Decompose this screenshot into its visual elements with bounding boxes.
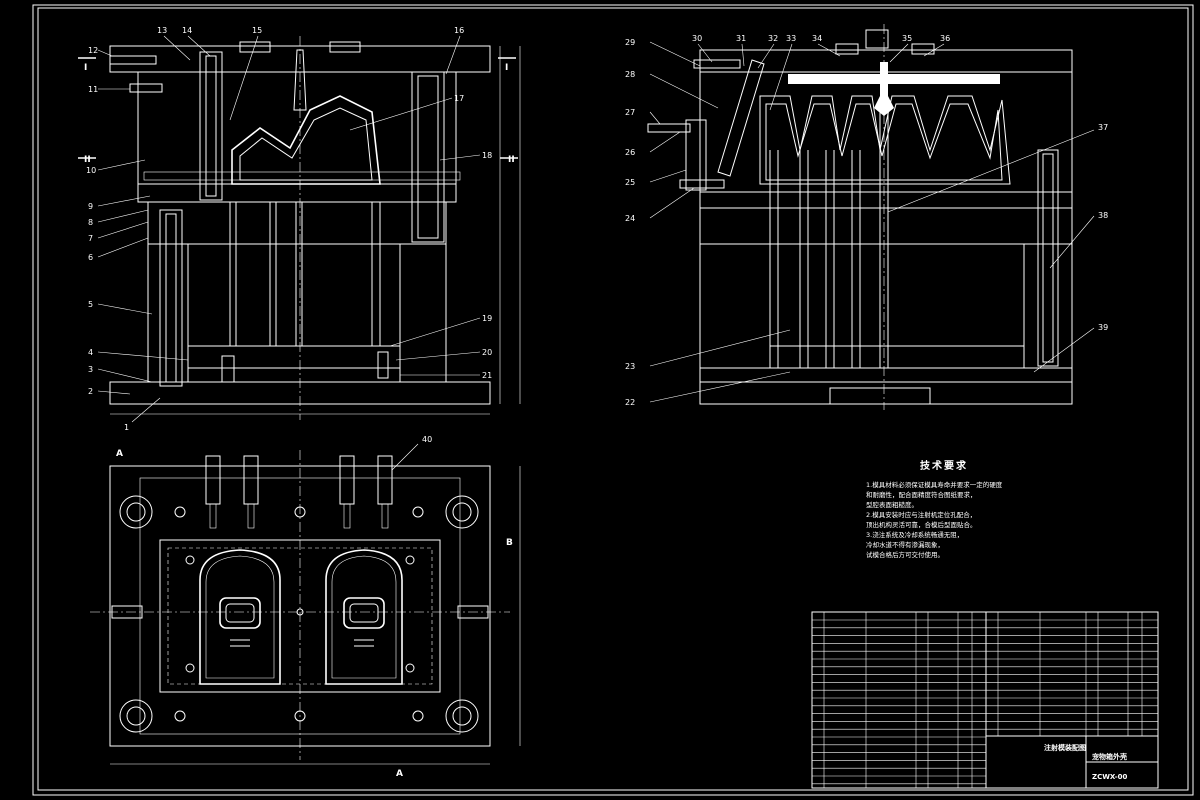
callout-1: 1 xyxy=(124,423,129,432)
tech-line: 3.浇注系统及冷却系统畅通无阻， xyxy=(866,531,964,539)
callout-17: 17 xyxy=(454,94,464,103)
callout-37: 37 xyxy=(1098,123,1108,132)
callout-29: 29 xyxy=(625,38,635,47)
callout-27: 27 xyxy=(625,108,635,117)
outer-frame xyxy=(32,4,1194,796)
callout-9: 9 xyxy=(88,202,93,211)
plan-view xyxy=(90,443,521,765)
callout-33: 33 xyxy=(786,34,796,43)
callout-24: 24 xyxy=(625,214,635,223)
tech-line: 冷却水道不得有渗漏现象， xyxy=(866,541,944,549)
callout-12: 12 xyxy=(88,46,98,55)
callout-32: 32 xyxy=(768,34,778,43)
callout-21: 21 xyxy=(482,371,492,380)
left-callouts: 1 2 3 4 5 6 7 8 9 10 11 12 13 14 15 16 1… xyxy=(78,26,518,432)
title-block-drawing-no: ZCWX-00 xyxy=(1092,773,1128,781)
callout-11: 11 xyxy=(88,85,98,94)
section-mark-left-I: I xyxy=(84,63,87,73)
callout-25: 25 xyxy=(625,178,635,187)
inner-frame xyxy=(37,7,1189,791)
side-section-view xyxy=(647,24,1073,410)
callout-35: 35 xyxy=(902,34,912,43)
section-mark-right-I: I xyxy=(505,63,508,73)
tech-line: 试模合格后方可交付使用。 xyxy=(866,551,944,559)
callout-23: 23 xyxy=(625,362,635,371)
tech-line: 型腔表面粗糙度。 xyxy=(866,501,918,509)
callout-18: 18 xyxy=(482,151,492,160)
callout-26: 26 xyxy=(625,148,635,157)
callout-36: 36 xyxy=(940,34,950,43)
callout-13: 13 xyxy=(157,26,167,35)
callout-16: 16 xyxy=(454,26,464,35)
callout-28: 28 xyxy=(625,70,635,79)
callout-3: 3 xyxy=(88,365,93,374)
section-mark-A-bottom: A xyxy=(396,769,403,779)
callout-19: 19 xyxy=(482,314,492,323)
section-mark-A-top: A xyxy=(116,449,123,459)
callout-34: 34 xyxy=(812,34,822,43)
parts-list-table xyxy=(811,611,1159,789)
callout-30: 30 xyxy=(692,34,702,43)
right-callouts: 22 23 24 25 26 27 28 29 30 31 32 33 34 3… xyxy=(625,34,1108,407)
callout-20: 20 xyxy=(482,348,492,357)
callout-8: 8 xyxy=(88,218,93,227)
callout-5: 5 xyxy=(88,300,93,309)
callout-39: 39 xyxy=(1098,323,1108,332)
callout-14: 14 xyxy=(182,26,192,35)
callout-38: 38 xyxy=(1098,211,1108,220)
callout-10: 10 xyxy=(86,166,96,175)
callout-6: 6 xyxy=(88,253,93,262)
title-block-mould-name: 注射模装配图 xyxy=(1044,744,1086,752)
callout-40: 40 xyxy=(422,435,432,444)
callout-4: 4 xyxy=(88,348,93,357)
section-mark-left-II: II xyxy=(84,155,91,165)
tech-line: 2.模具安装时应与注射机定位孔配合， xyxy=(866,511,977,519)
title-block-part-name: 宠物箱外壳 xyxy=(1092,753,1127,761)
section-mark-right-II: II xyxy=(508,155,515,165)
tech-requirements-text: 1.模具材料必须保证模具寿命并要求一定的硬度 和耐磨性，配合面精度符合图纸要求，… xyxy=(866,480,1036,560)
callout-22: 22 xyxy=(625,398,635,407)
tech-line: 顶出机构灵活可靠，合模后型面贴合。 xyxy=(866,521,977,529)
tech-line: 和耐磨性，配合面精度符合图纸要求， xyxy=(866,491,977,499)
callout-15: 15 xyxy=(252,26,262,35)
section-mark-B: B xyxy=(506,538,513,548)
callout-7: 7 xyxy=(88,234,93,243)
callout-2: 2 xyxy=(88,387,93,396)
tech-line: 1.模具材料必须保证模具寿命并要求一定的硬度 xyxy=(866,481,1003,489)
tech-requirements-title: 技术要求 xyxy=(920,461,968,472)
callout-31: 31 xyxy=(736,34,746,43)
